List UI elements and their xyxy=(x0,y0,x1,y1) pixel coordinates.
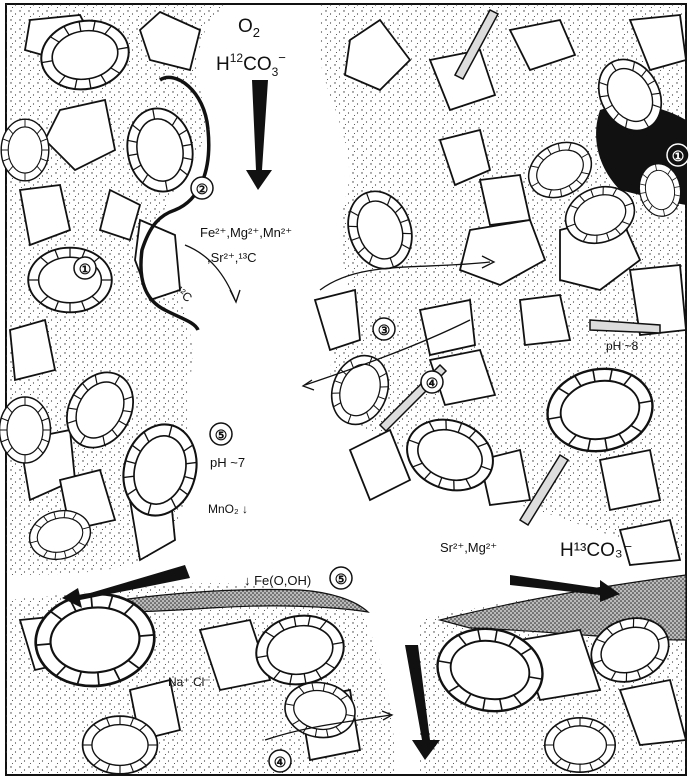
svg-text:③: ③ xyxy=(378,322,391,338)
sr-mg-label: Sr²⁺,Mg²⁺ xyxy=(440,540,497,555)
marker-4-mid: ④ xyxy=(421,371,443,393)
ph-left-label: pH ~7 xyxy=(210,455,245,470)
svg-text:①: ① xyxy=(79,261,92,277)
marker-5-left: ⑤ xyxy=(210,423,232,445)
bicarbonate-13-label: H¹³CO₃⁻ xyxy=(560,540,633,561)
marker-1-left: ① xyxy=(74,257,96,279)
ions-label: Fe²⁺,Mg²⁺,Mn²⁺ xyxy=(200,225,292,240)
marker-3: ③ xyxy=(373,318,395,340)
svg-text:④: ④ xyxy=(274,754,287,770)
marker-4-bottom: ④ xyxy=(269,750,291,772)
svg-text:④: ④ xyxy=(426,375,439,391)
svg-text:⑤: ⑤ xyxy=(215,427,228,443)
marker-5-bottom: ⑤ xyxy=(330,567,352,589)
marker-2: ② xyxy=(191,177,213,199)
mno2-label: MnO₂ ↓ xyxy=(208,502,248,516)
ph-right-label: pH ~8 xyxy=(606,339,639,353)
svg-text:②: ② xyxy=(196,181,209,197)
na-cl-label: Na⁺ Cl⁻ xyxy=(168,675,211,689)
svg-text:①: ① xyxy=(672,148,685,164)
svg-text:⑤: ⑤ xyxy=(335,571,348,587)
marker-1-right: ① xyxy=(667,144,689,166)
feooh-label: ↓ Fe(O,OH) xyxy=(244,573,311,588)
ions-label-2: ,Sr²⁺,¹³C xyxy=(207,250,256,265)
